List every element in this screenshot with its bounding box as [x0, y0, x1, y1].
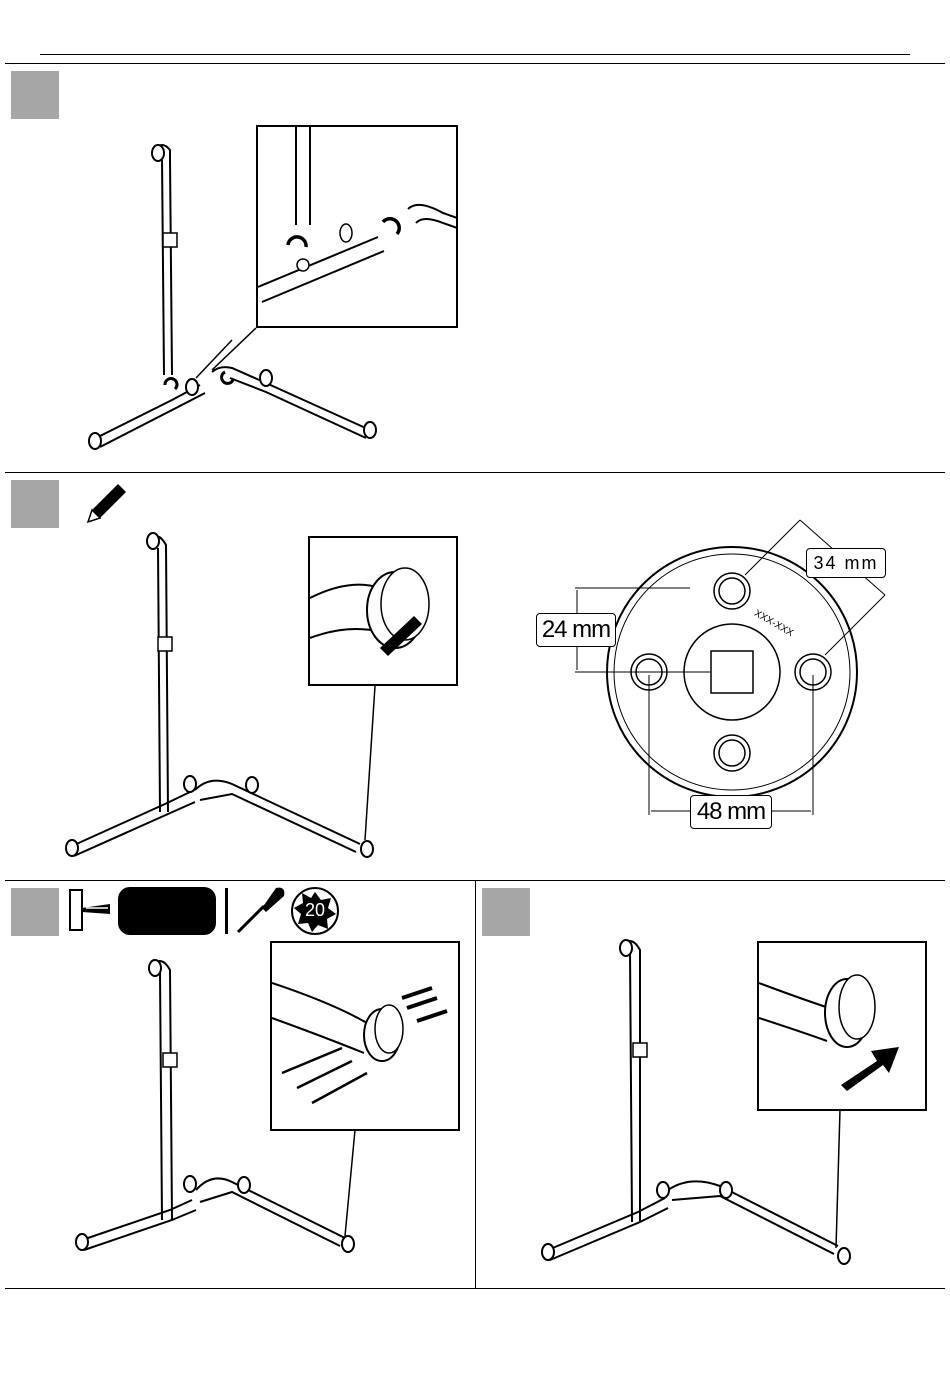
push-arrow-icon — [841, 1047, 899, 1091]
section-divider-3 — [5, 1288, 945, 1289]
step-4-detail-box — [757, 941, 927, 1111]
detail-push-cover — [759, 943, 927, 1111]
